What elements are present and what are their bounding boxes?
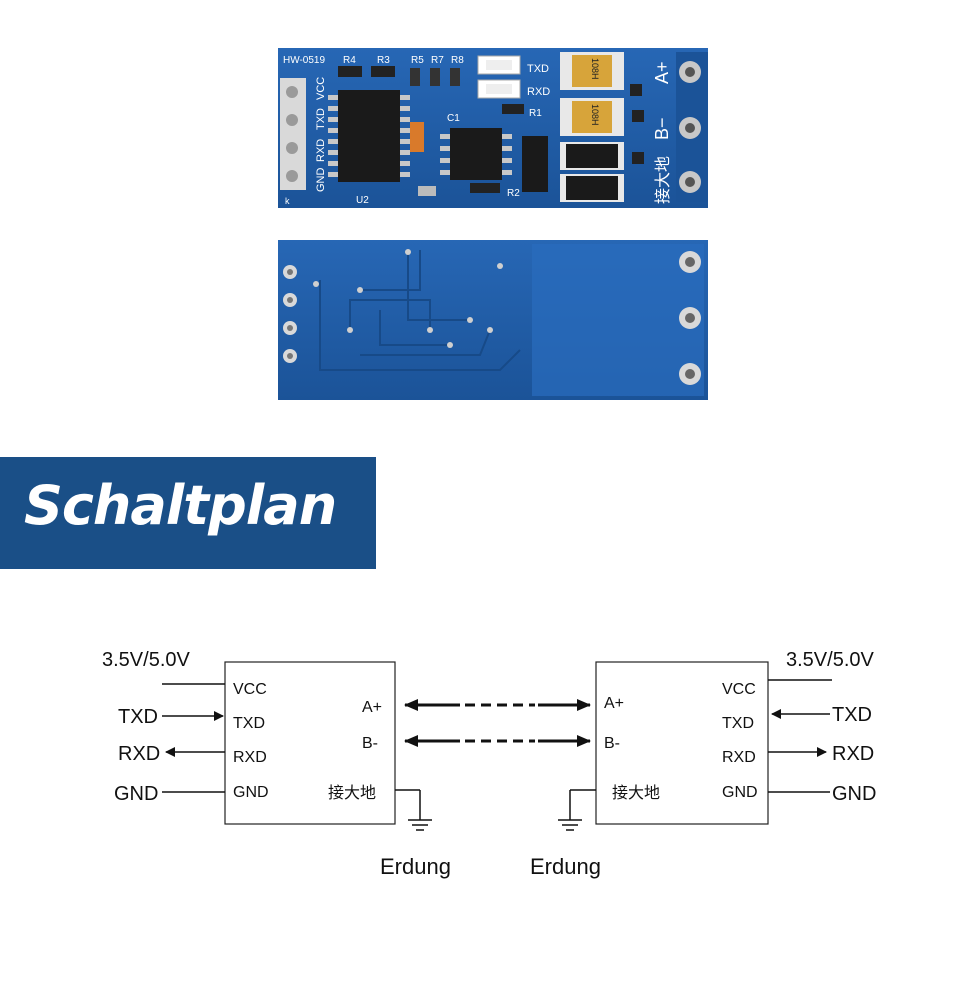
terminal-labels: A+ B− 接大地 — [652, 61, 672, 204]
left-pin-rxd: RXD — [233, 749, 267, 766]
pin-label-rxd: RXD — [315, 139, 327, 162]
wiring-schematic: 3.5V/5.0V VCC TXD RXD GND A+ B- 接大地 TXD … — [0, 600, 980, 980]
right-pin-vcc: VCC — [722, 681, 756, 698]
schematic-svg: 3.5V/5.0V VCC TXD RXD GND A+ B- 接大地 TXD … — [102, 649, 876, 879]
rs485-bus — [404, 699, 591, 747]
terminal-label-b: B− — [652, 117, 672, 140]
svg-text:R7: R7 — [431, 55, 444, 66]
chip-u2 — [328, 90, 410, 182]
led-label-rxd: RXD — [527, 86, 550, 98]
board-model: HW-0519 — [283, 55, 325, 66]
header-pins-left — [280, 78, 306, 190]
chip-transceiver — [440, 128, 512, 180]
svg-text:R5: R5 — [411, 55, 424, 66]
right-ground-label: Erdung — [530, 854, 601, 879]
left-pin-vcc: VCC — [233, 681, 267, 698]
pin-labels-vertical: VCC TXD RXD GND — [315, 77, 327, 192]
terminals-right — [676, 52, 708, 202]
right-ground-symbol — [558, 789, 596, 831]
left-ext-txd: TXD — [118, 706, 158, 728]
pcb-bottom-side — [278, 240, 708, 400]
svg-text:R4: R4 — [343, 55, 356, 66]
svg-text:108H: 108H — [590, 58, 600, 80]
transistor — [522, 136, 548, 192]
svg-text:R3: R3 — [377, 55, 390, 66]
pcb-illustration: HW-0519 k VCC TXD RXD GND R4 R3 R5 R7 R8… — [278, 48, 708, 400]
right-supply-label: 3.5V/5.0V — [786, 649, 875, 671]
capacitor-orange — [410, 122, 424, 152]
led-label-txd: TXD — [527, 63, 549, 75]
right-ext-txd: TXD — [832, 704, 872, 726]
right-ext-gnd: GND — [832, 783, 876, 805]
left-pin-ground: 接大地 — [328, 784, 376, 802]
ref-designators: R4 R3 R5 R7 R8 C1 R1 R2 U2 — [343, 55, 542, 206]
left-pin-a: A+ — [362, 699, 382, 716]
board-photos: HW-0519 k VCC TXD RXD GND R4 R3 R5 R7 R8… — [0, 0, 980, 420]
corner-mark: k — [285, 196, 290, 206]
leds — [477, 55, 521, 99]
banner-title: Schaltplan — [24, 474, 337, 537]
right-pin-b: B- — [604, 735, 620, 752]
right-pin-ground: 接大地 — [612, 784, 660, 802]
right-module: 3.5V/5.0V A+ B- 接大地 VCC TXD RXD GND TXD … — [530, 649, 876, 879]
left-pin-b: B- — [362, 735, 378, 752]
svg-text:R8: R8 — [451, 55, 464, 66]
svg-text:U2: U2 — [356, 195, 369, 206]
left-pin-gnd: GND — [233, 784, 269, 801]
left-module: 3.5V/5.0V VCC TXD RXD GND A+ B- 接大地 TXD … — [102, 649, 451, 879]
section-banner — [0, 457, 376, 569]
svg-text:R2: R2 — [507, 188, 520, 199]
pin-label-vcc: VCC — [315, 77, 327, 100]
bottom-terminal-pads — [679, 251, 701, 385]
left-pin-txd: TXD — [233, 715, 265, 732]
left-ground-label: Erdung — [380, 854, 451, 879]
tvs-diodes: 108H 108H — [560, 52, 624, 202]
smd-resistors — [338, 66, 644, 196]
pin-label-gnd: GND — [315, 168, 327, 193]
pin-label-txd: TXD — [315, 108, 327, 130]
svg-text:R1: R1 — [529, 108, 542, 119]
svg-text:C1: C1 — [447, 113, 460, 124]
right-pin-txd: TXD — [722, 715, 754, 732]
ground-plane — [532, 244, 704, 396]
left-ext-gnd: GND — [114, 783, 158, 805]
left-supply-label: 3.5V/5.0V — [102, 649, 191, 671]
pcb-top-side: HW-0519 k VCC TXD RXD GND R4 R3 R5 R7 R8… — [278, 48, 708, 208]
svg-text:108H: 108H — [590, 104, 600, 126]
terminal-label-a: A+ — [652, 61, 672, 84]
right-pin-gnd: GND — [722, 784, 758, 801]
right-module-box — [595, 661, 769, 825]
left-ext-rxd: RXD — [118, 743, 160, 765]
left-ground-symbol — [395, 789, 432, 831]
bottom-traces — [319, 250, 521, 371]
right-pin-rxd: RXD — [722, 749, 756, 766]
bottom-header-pads — [283, 265, 297, 363]
vias — [313, 249, 503, 348]
left-module-box — [224, 661, 396, 825]
terminal-label-ground: 接大地 — [654, 156, 672, 204]
right-ext-rxd: RXD — [832, 743, 874, 765]
right-pin-a: A+ — [604, 695, 624, 712]
